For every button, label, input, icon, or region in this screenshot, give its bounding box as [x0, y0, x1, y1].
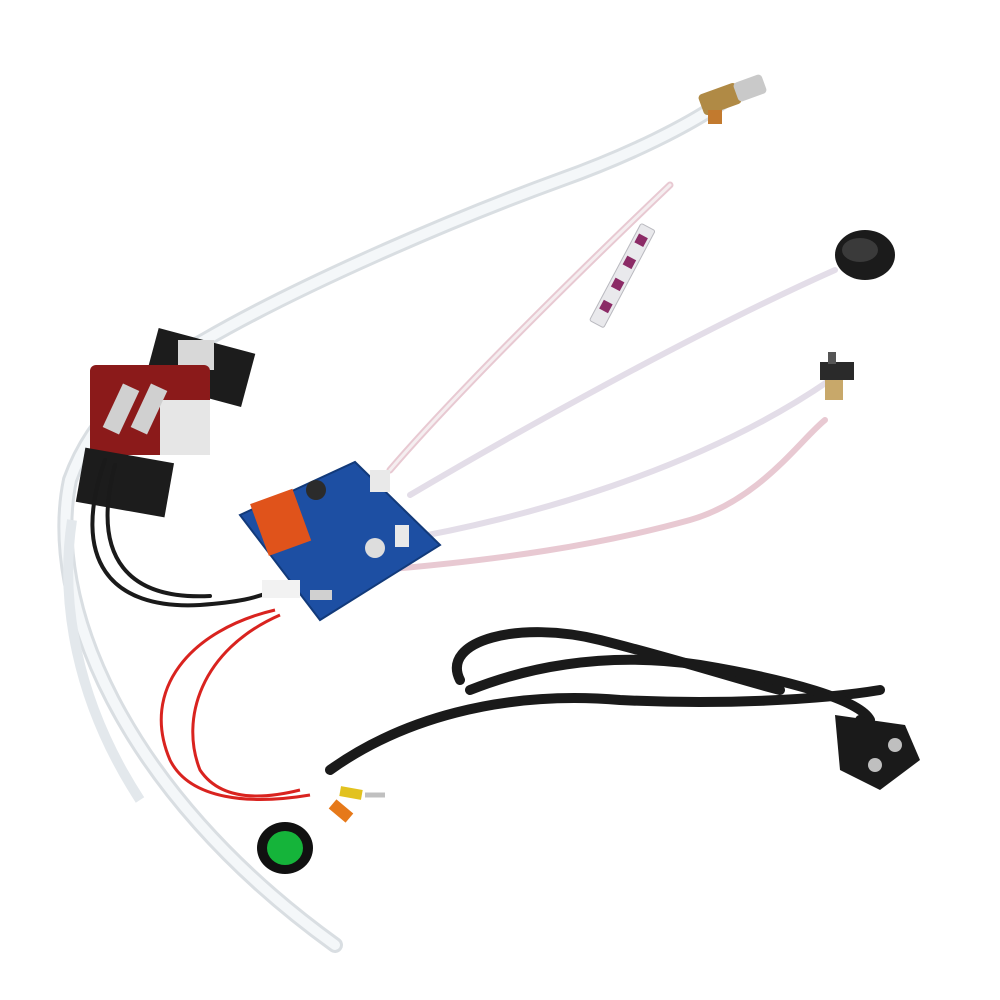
- slide-switch-icon: [820, 352, 854, 400]
- rocker-switch-icon: [257, 786, 385, 874]
- led-strip-icon: [589, 223, 656, 328]
- sensor-button-icon: [835, 230, 895, 280]
- pcb-board-icon: [238, 460, 442, 622]
- solenoid-valve-icon: [75, 327, 256, 518]
- red-wires: [159, 608, 311, 801]
- power-plug-icon: [835, 715, 920, 790]
- power-cable: [90, 458, 915, 775]
- ribbon-cables: [377, 181, 838, 573]
- fitting-icon: [698, 74, 767, 124]
